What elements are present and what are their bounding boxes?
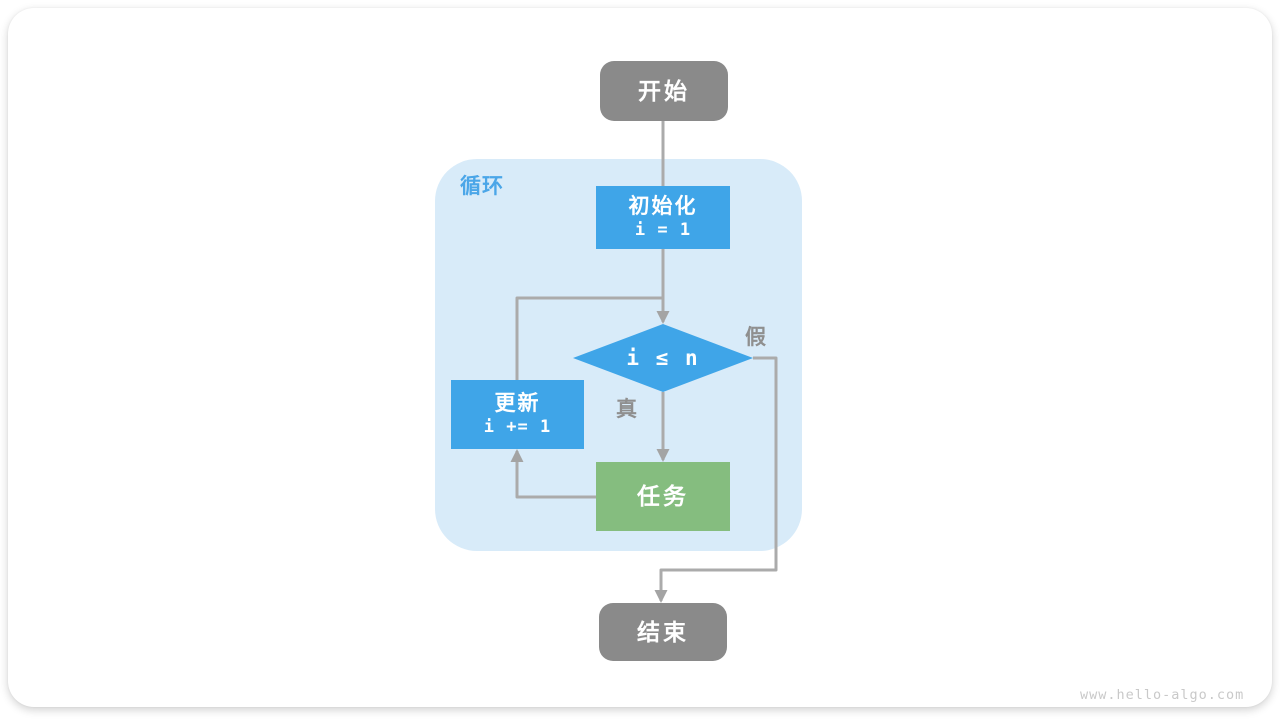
update-node-title: 更新 xyxy=(494,391,541,415)
figure-card: 循环 开始 初始化 i = 1 i ≤ n xyxy=(8,8,1272,707)
init-node: 初始化 i = 1 xyxy=(596,186,730,249)
task-node-label: 任务 xyxy=(637,483,689,510)
start-node-label: 开始 xyxy=(638,77,690,104)
false-branch-label: 假 xyxy=(745,326,766,349)
loop-scope-label: 循环 xyxy=(460,175,504,198)
true-branch-label: 真 xyxy=(616,398,637,421)
end-node: 结束 xyxy=(599,603,727,661)
task-node: 任务 xyxy=(596,462,730,531)
condition-node-code: i ≤ n xyxy=(626,346,700,370)
update-node-code: i += 1 xyxy=(483,417,552,437)
end-node-label: 结束 xyxy=(637,618,689,645)
watermark-text: www.hello-algo.com xyxy=(1080,687,1245,703)
init-node-title: 初始化 xyxy=(628,194,698,218)
start-node: 开始 xyxy=(600,61,728,121)
init-node-code: i = 1 xyxy=(634,220,692,240)
update-node: 更新 i += 1 xyxy=(451,380,584,449)
